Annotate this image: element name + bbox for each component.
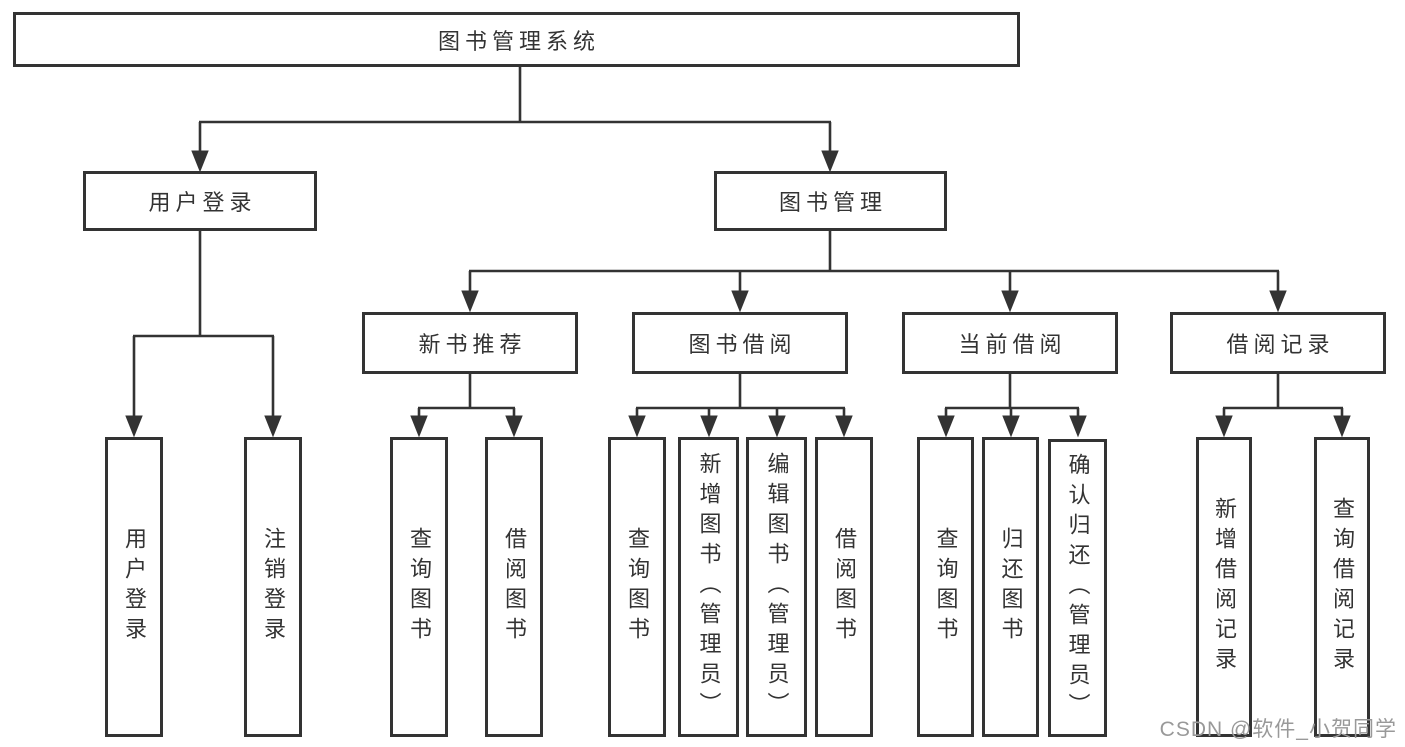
leaf-label: 编辑图书（管理员） — [764, 452, 790, 722]
connector-userlogin-to-leaves — [125, 231, 282, 438]
node-label: 借阅记录 — [1226, 332, 1335, 357]
node-label: 用户登录 — [148, 190, 257, 215]
node-label: 当前借阅 — [958, 332, 1067, 357]
arrowhead-icon — [125, 415, 143, 438]
node-label: 新书推荐 — [418, 332, 527, 357]
arrowhead-icon — [1069, 415, 1087, 438]
leaf-label: 用户登录 — [122, 527, 147, 647]
node-book-management: 图书管理 — [714, 171, 947, 231]
leaf-edit-books-admin: 编辑图书（管理员） — [746, 437, 807, 737]
node-label: 图书借阅 — [688, 332, 797, 357]
node-root-label: 图书管理系统 — [437, 28, 600, 54]
leaf-label: 查询图书 — [625, 527, 650, 647]
arrowhead-icon — [461, 290, 479, 313]
leaf-logout: 注销登录 — [244, 437, 302, 737]
arrowhead-icon — [1002, 415, 1020, 438]
leaf-label: 归还图书 — [998, 527, 1024, 647]
leaf-query-borrow-record: 查询借阅记录 — [1314, 437, 1370, 737]
node-current-borrow: 当前借阅 — [902, 312, 1118, 374]
arrowhead-icon — [505, 415, 523, 438]
leaf-user-login: 用户登录 — [105, 437, 163, 737]
leaf-query-books-1: 查询图书 — [390, 437, 448, 737]
connector-borrow-to-leaves — [628, 374, 853, 438]
connector-bookmgmt-to-level3 — [461, 231, 1287, 313]
node-new-book-recommend: 新书推荐 — [362, 312, 578, 374]
arrowhead-icon — [191, 150, 209, 173]
leaf-label: 新增图书（管理员） — [696, 452, 722, 722]
node-user-login-branch: 用户登录 — [83, 171, 317, 231]
arrowhead-icon — [768, 415, 786, 438]
connector-records-to-leaves — [1215, 374, 1351, 438]
leaf-return-books: 归还图书 — [982, 437, 1039, 737]
node-label: 图书管理 — [778, 190, 887, 215]
node-book-borrow: 图书借阅 — [632, 312, 848, 374]
leaf-borrow-books-2: 借阅图书 — [815, 437, 873, 737]
leaf-add-borrow-record: 新增借阅记录 — [1196, 437, 1252, 737]
leaf-label: 注销登录 — [261, 527, 286, 647]
watermark: CSDN @软件_小贺同学 — [1159, 718, 1397, 741]
leaf-add-books-admin: 新增图书（管理员） — [678, 437, 739, 737]
arrowhead-icon — [1215, 415, 1233, 438]
arrowhead-icon — [937, 415, 955, 438]
arrowhead-icon — [264, 415, 282, 438]
connector-root-to-level2 — [191, 66, 839, 173]
arrowhead-icon — [628, 415, 646, 438]
leaf-label: 新增借阅记录 — [1212, 497, 1237, 677]
leaf-query-books-2: 查询图书 — [608, 437, 666, 737]
arrowhead-icon — [700, 415, 718, 438]
arrowhead-icon — [410, 415, 428, 438]
leaf-query-books-3: 查询图书 — [917, 437, 974, 737]
leaf-label: 确认归还（管理员） — [1065, 453, 1091, 723]
arrowhead-icon — [835, 415, 853, 438]
leaf-borrow-books-1: 借阅图书 — [485, 437, 543, 737]
node-borrow-records: 借阅记录 — [1170, 312, 1386, 374]
leaf-label: 查询图书 — [933, 527, 959, 647]
leaf-label: 借阅图书 — [502, 527, 527, 647]
leaf-confirm-return-admin: 确认归还（管理员） — [1048, 439, 1107, 737]
leaf-label: 查询借阅记录 — [1330, 497, 1355, 677]
leaf-label: 查询图书 — [407, 527, 432, 647]
arrowhead-icon — [1001, 290, 1019, 313]
arrowhead-icon — [1269, 290, 1287, 313]
arrowhead-icon — [821, 150, 839, 173]
node-root: 图书管理系统 — [13, 12, 1020, 67]
arrowhead-icon — [731, 290, 749, 313]
connector-current-to-leaves — [937, 374, 1087, 438]
connector-newbooks-to-leaves — [410, 374, 523, 438]
arrowhead-icon — [1333, 415, 1351, 438]
leaf-label: 借阅图书 — [832, 527, 857, 647]
